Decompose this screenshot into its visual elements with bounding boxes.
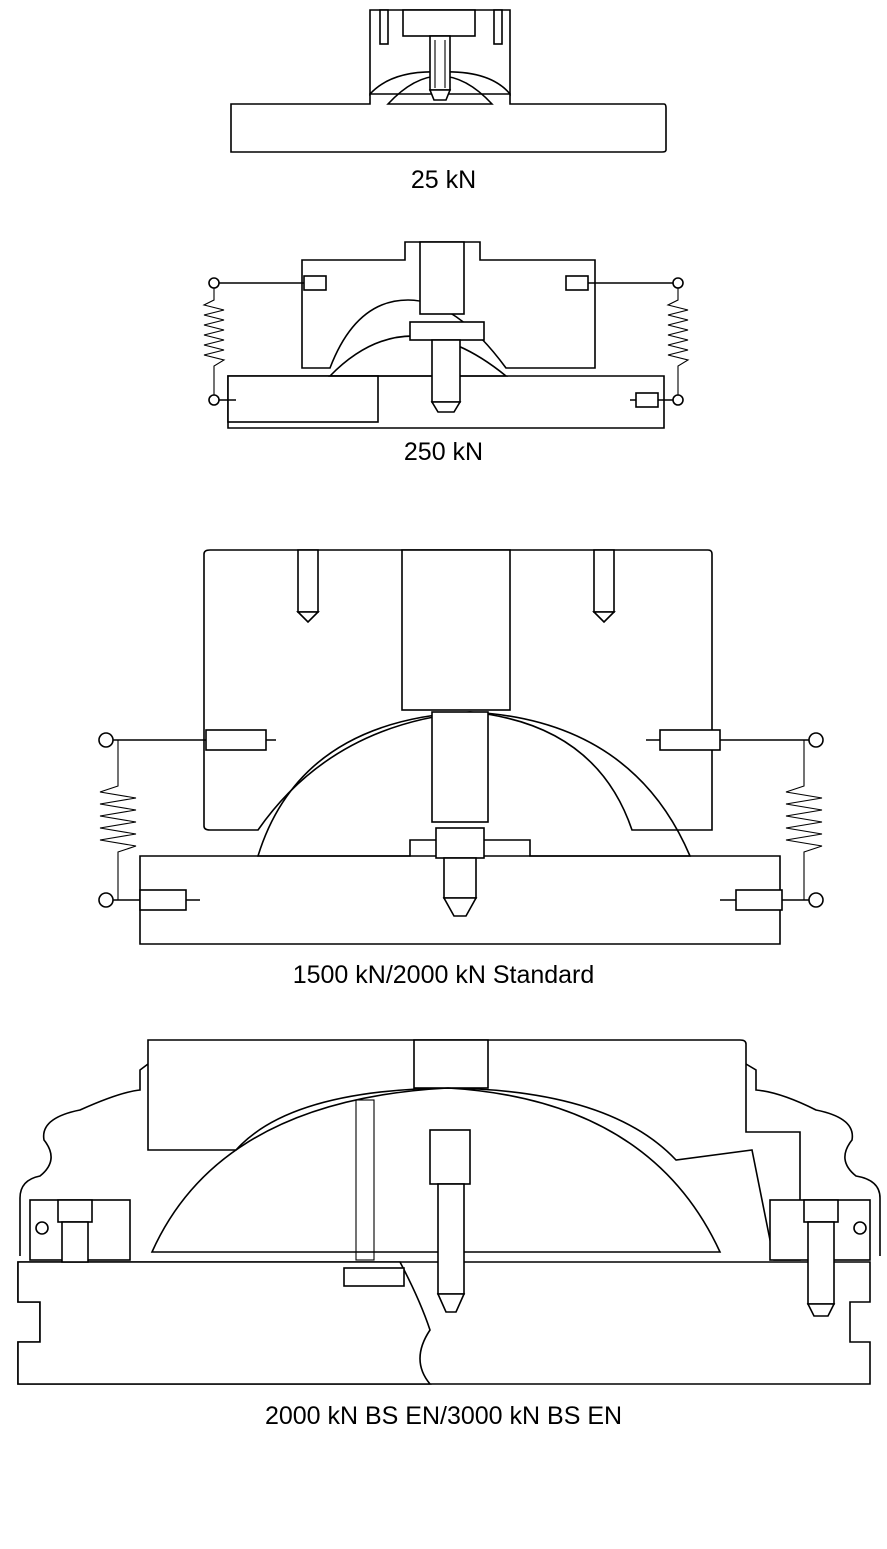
spherical-insert bbox=[256, 711, 692, 857]
spring-assembly-left bbox=[98, 729, 276, 911]
centre-bolt-tip bbox=[436, 1293, 466, 1313]
upper-block bbox=[147, 1039, 801, 1261]
top-cap bbox=[402, 9, 476, 37]
base-recess bbox=[227, 375, 379, 423]
bellows-right bbox=[745, 1063, 881, 1317]
spring-assembly-left bbox=[202, 275, 327, 406]
centre-bolt-tip bbox=[442, 897, 478, 917]
centre-bolt-head bbox=[435, 827, 485, 859]
seat-250kn-drawing bbox=[202, 241, 690, 429]
dowel-right bbox=[593, 549, 615, 613]
caption-25kn: 25 kN bbox=[410, 166, 477, 194]
centre-bolt-head bbox=[429, 1129, 471, 1185]
caption-1500kn: 1500 kN/2000 kN Standard bbox=[292, 961, 595, 989]
seat-2000kn-bsen-drawing bbox=[17, 1039, 881, 1385]
spherical-insert bbox=[328, 335, 509, 377]
upper-block bbox=[203, 549, 713, 831]
base-slot bbox=[343, 1267, 405, 1287]
top-plug bbox=[413, 1039, 489, 1089]
centre-nut bbox=[409, 321, 485, 341]
spring-assembly-right bbox=[646, 729, 824, 911]
centre-bolt-shank bbox=[443, 857, 477, 899]
caption-2000kn-bsen: 2000 kN BS EN/3000 kN BS EN bbox=[264, 1402, 623, 1430]
caption-250kn: 250 kN bbox=[403, 438, 484, 466]
seat-1500kn-drawing bbox=[98, 549, 824, 945]
centre-bolt-shank bbox=[429, 35, 451, 91]
spring-assembly-right bbox=[565, 275, 690, 408]
top-pin-left bbox=[379, 9, 389, 45]
top-pin-right bbox=[493, 9, 503, 45]
centre-bolt-shank bbox=[431, 339, 461, 403]
centre-plug bbox=[431, 711, 489, 823]
centre-bolt-shank bbox=[437, 1183, 465, 1295]
centre-bolt-tip bbox=[428, 89, 452, 101]
top-plug bbox=[419, 241, 465, 315]
guide-rod bbox=[355, 1099, 375, 1261]
centre-bolt-tip bbox=[430, 401, 462, 413]
seat-25kn-drawing bbox=[230, 9, 667, 153]
bellows-left bbox=[19, 1063, 149, 1263]
dowel-left bbox=[297, 549, 319, 613]
base-plate bbox=[230, 93, 667, 153]
base-cutaway bbox=[17, 1261, 432, 1385]
bore bbox=[401, 549, 511, 711]
spherical-insert bbox=[150, 1087, 722, 1253]
